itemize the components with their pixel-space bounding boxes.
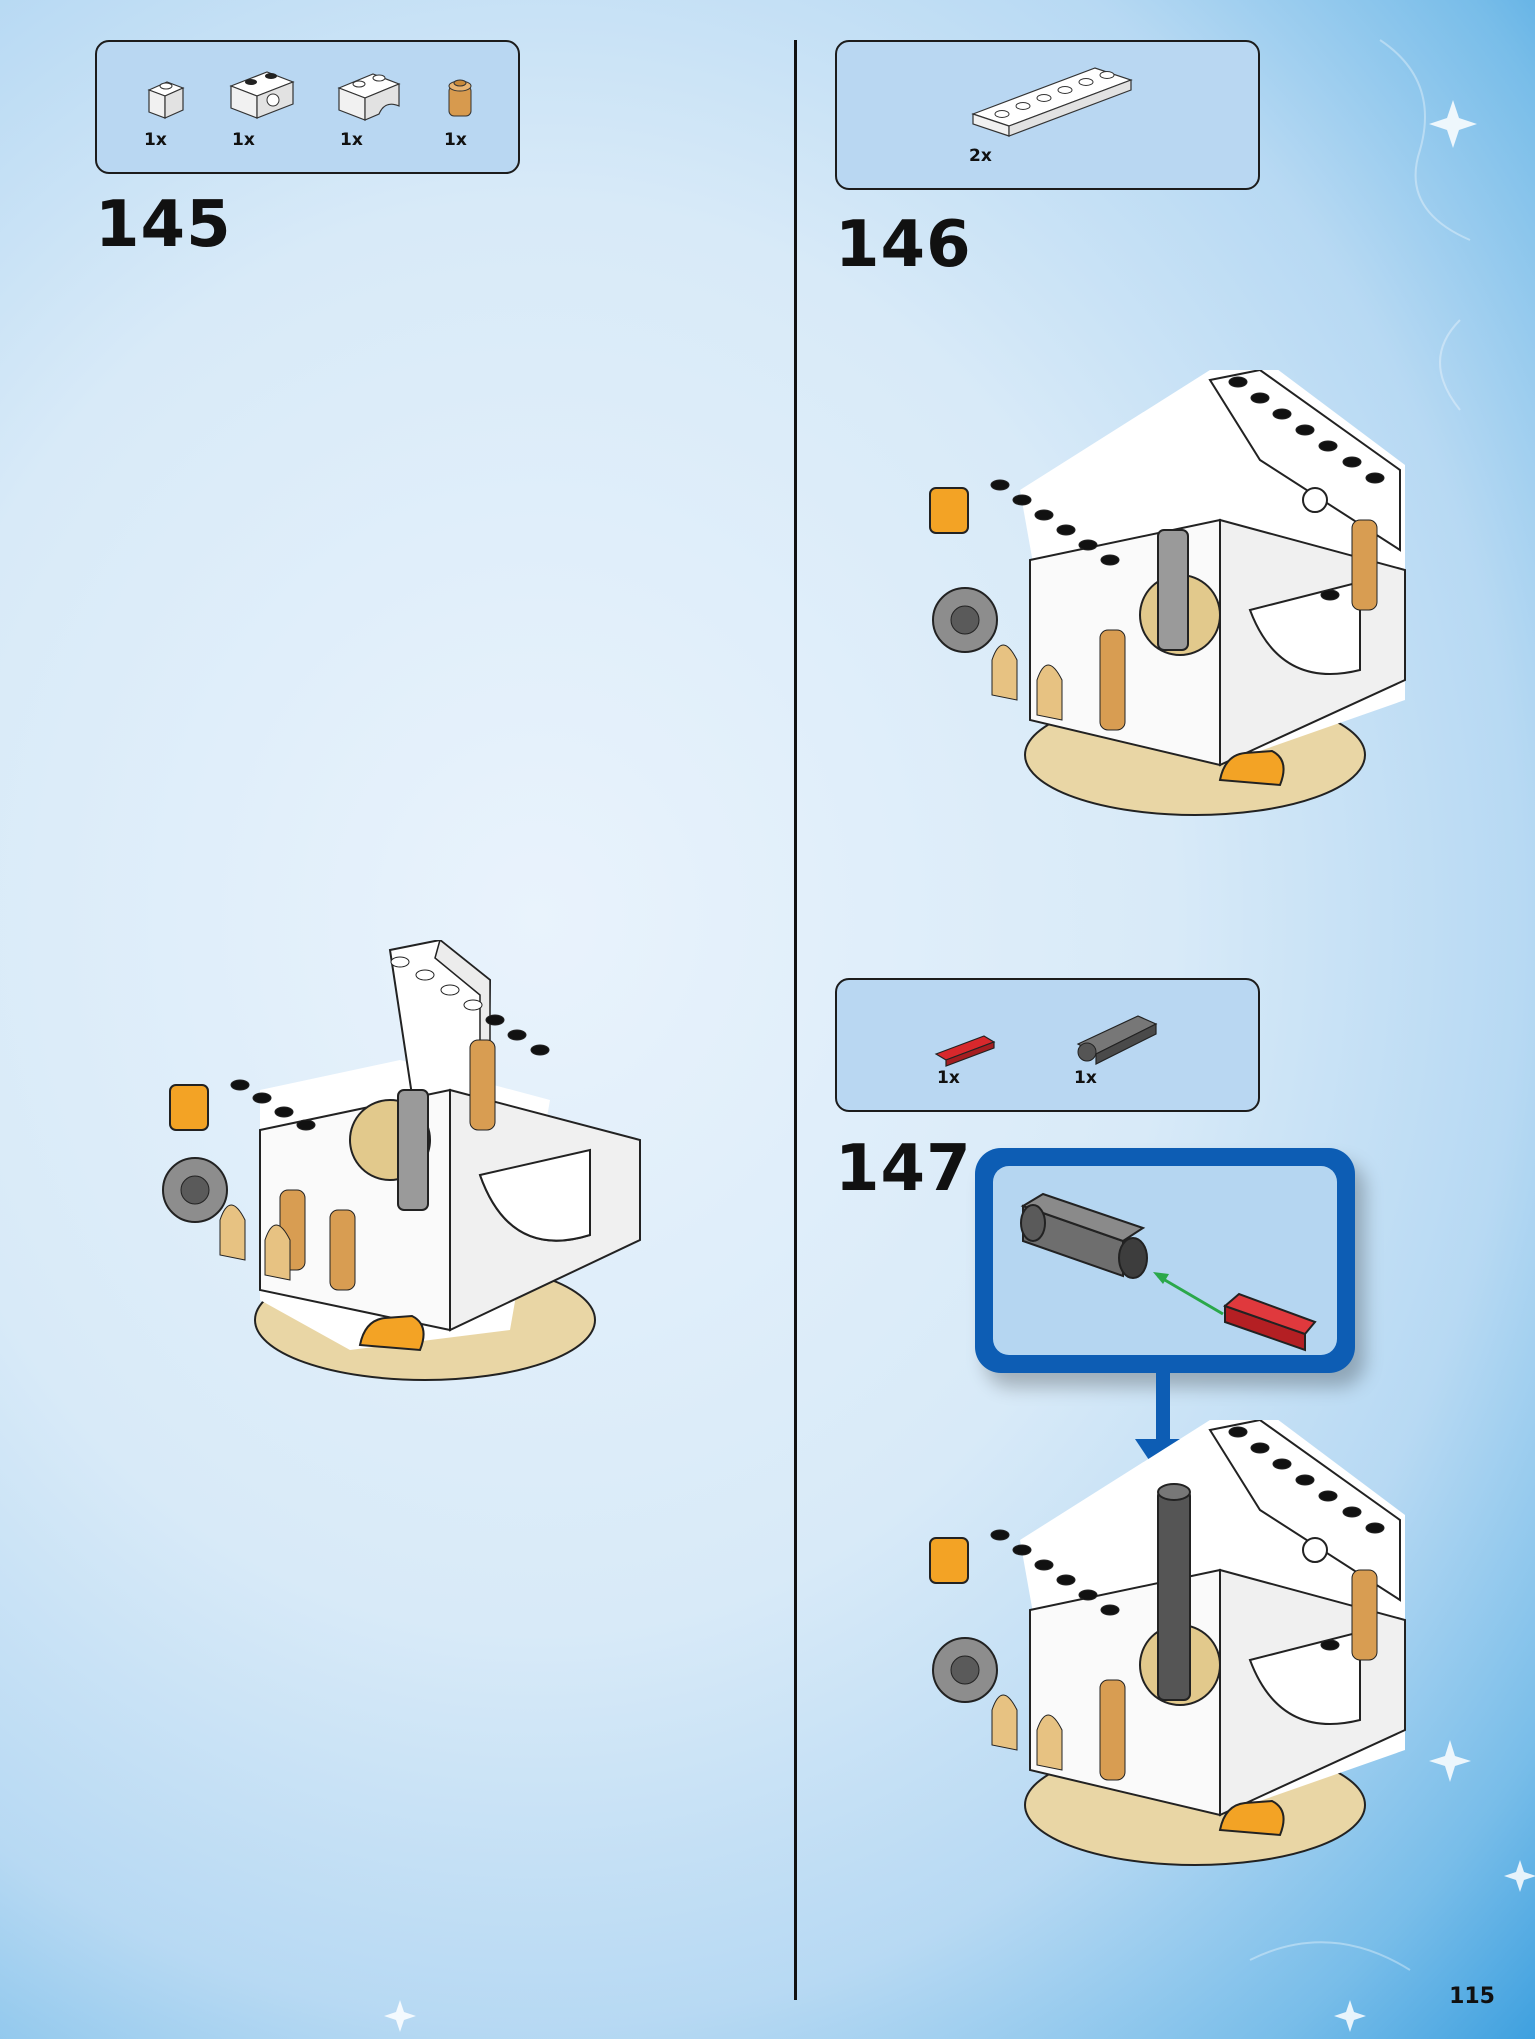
part-qty: 1x [340, 130, 363, 150]
parts-list-step-145: 1x 1x 1x 1x [95, 40, 520, 174]
white-1x6-plate-icon [971, 67, 1133, 137]
tan-round-brick-icon [448, 79, 472, 117]
column-divider [794, 40, 797, 2000]
gear-icon [932, 587, 998, 653]
part-qty: 1x [232, 130, 255, 150]
step-147-model-illustration [929, 1420, 1406, 1866]
callout-panel [993, 1166, 1337, 1355]
white-1x1-brick-icon [147, 81, 185, 119]
part-qty: 2x [969, 146, 992, 166]
gear-icon [932, 1637, 998, 1703]
page-number: 115 [1449, 1984, 1495, 2009]
subassembly-illustration [1020, 1192, 1317, 1352]
red-technic-axle-icon [1223, 1292, 1317, 1352]
white-curved-brick-icon [337, 73, 401, 121]
step-number-146: 146 [835, 208, 972, 282]
step-145-model-illustration [162, 940, 641, 1381]
gear-icon [162, 1157, 228, 1223]
part-qty: 1x [1074, 1068, 1097, 1088]
red-technic-axle-icon [934, 1035, 996, 1067]
step-146-model-illustration [929, 370, 1406, 816]
step-number-145: 145 [95, 188, 232, 262]
part-qty: 1x [444, 130, 467, 150]
dark-grey-axle-connector-icon [1020, 1192, 1148, 1279]
part-qty: 1x [144, 130, 167, 150]
green-arrow-icon [1153, 1272, 1224, 1316]
subassembly-callout [975, 1148, 1355, 1373]
white-technic-brick-with-hole-icon [229, 71, 295, 119]
part-qty: 1x [937, 1068, 960, 1088]
parts-list-step-146: 2x [835, 40, 1260, 190]
dark-grey-axle-connector-icon [1076, 1015, 1158, 1065]
parts-list-step-147: 1x 1x [835, 978, 1260, 1112]
step-number-147: 147 [835, 1132, 972, 1206]
